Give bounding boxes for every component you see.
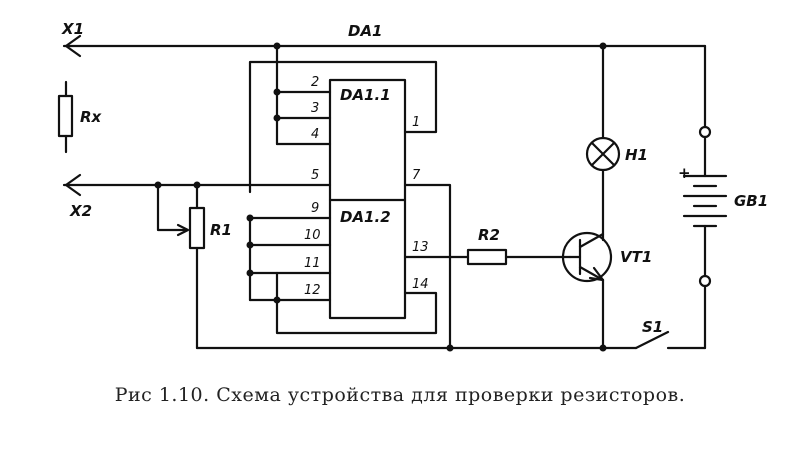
pin-4-number: 4 [311, 127, 319, 142]
junction-dot [273, 296, 281, 304]
r1-wiper-wire [156, 183, 188, 232]
pin-11-number: 11 [304, 256, 321, 271]
junction-dot [273, 42, 281, 50]
pin-13-number: 13 [412, 240, 429, 255]
h1-label: H1 [625, 146, 648, 164]
junction-dot [446, 344, 454, 352]
pin-7-wire [403, 183, 452, 350]
junction-dot [599, 344, 607, 352]
rx-resistor [57, 94, 74, 138]
pin-7-number: 7 [412, 168, 421, 183]
pin-12-number: 12 [304, 283, 321, 298]
junction-dot [273, 88, 281, 96]
x1-label: X1 [61, 20, 84, 38]
pin-10-number: 10 [304, 228, 321, 243]
vt1-label: VT1 [620, 248, 652, 266]
battery-top-terminal [698, 125, 712, 139]
s1-switch [634, 330, 670, 350]
x2-terminal-arrow [64, 173, 82, 197]
r2-resistor [466, 248, 508, 266]
junction-dot [273, 114, 281, 122]
r1-label: R1 [210, 221, 232, 239]
gb1-battery [682, 174, 728, 228]
pin-1-number: 1 [412, 115, 420, 130]
s1-label: S1 [642, 318, 663, 336]
r1-wiper-arrow [176, 223, 190, 237]
pin-5-number: 5 [311, 168, 319, 183]
da1-2-label: DA1.2 [340, 208, 391, 226]
junction-dot [154, 181, 162, 189]
junction-dot [193, 181, 201, 189]
junction-dot [246, 269, 254, 277]
rx-label: Rx [80, 108, 103, 126]
junction-dot [246, 241, 254, 249]
x2-label: X2 [69, 202, 92, 220]
pin-9-number: 9 [311, 201, 319, 216]
x1-terminal-arrow [64, 34, 82, 58]
vt1-transistor [561, 231, 613, 283]
pin-2-number: 2 [311, 75, 319, 90]
pin-1-feedback-wire [248, 60, 438, 194]
junction-dot [246, 214, 254, 222]
gb1-label: GB1 [734, 192, 768, 210]
pin-14-loop-wire [275, 271, 438, 335]
battery-plus-sign: + [678, 164, 691, 182]
figure-caption: Рис 1.10. Схема устройства для проверки … [114, 384, 686, 406]
da1-label: DA1 [348, 22, 383, 40]
pin-14-number: 14 [412, 277, 429, 292]
da1-1-label: DA1.1 [340, 86, 391, 104]
h1-lamp [585, 136, 621, 172]
r2-label: R2 [478, 226, 500, 244]
pin-3-number: 3 [311, 101, 319, 116]
battery-bottom-terminal [698, 274, 712, 288]
r1-resistor [188, 206, 206, 250]
